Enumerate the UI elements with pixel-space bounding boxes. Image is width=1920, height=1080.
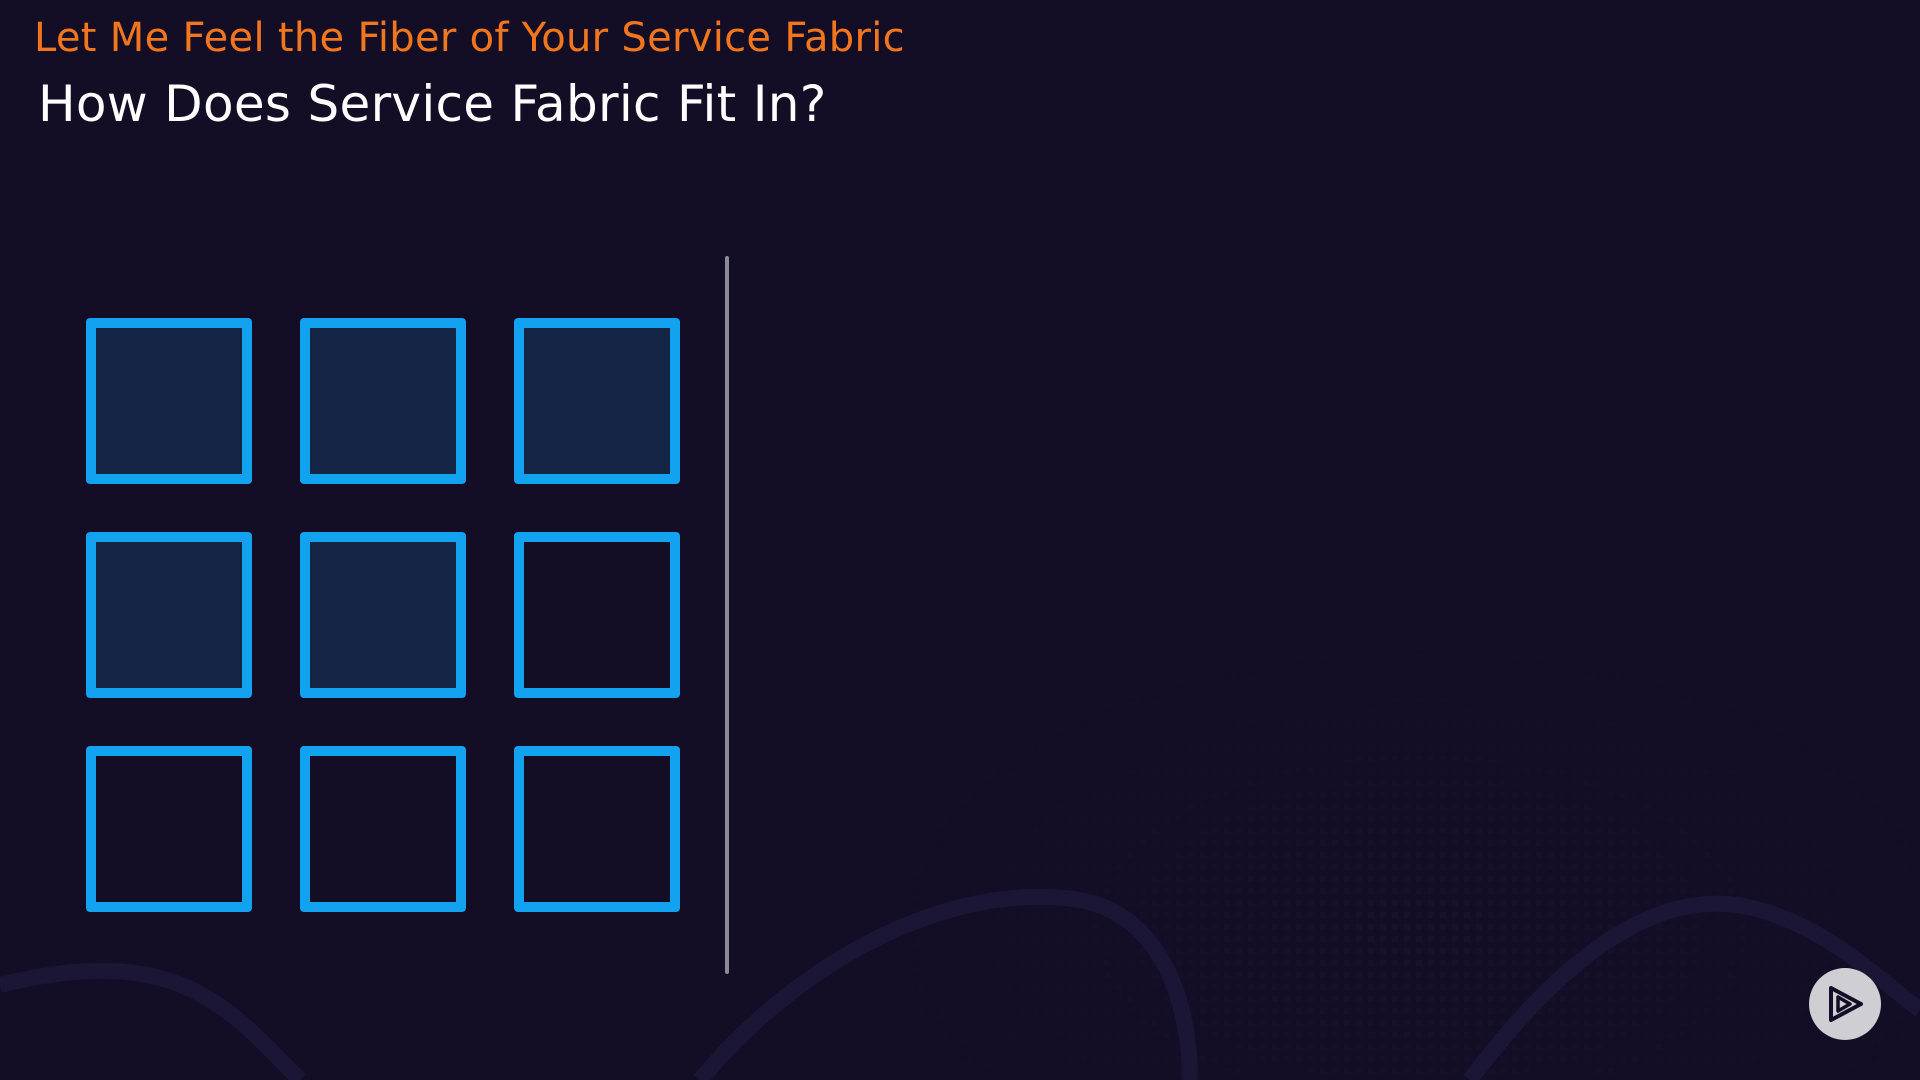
vertical-divider (725, 256, 729, 974)
grid-cell-filled (86, 532, 252, 698)
section-eyebrow: Let Me Feel the Fiber of Your Service Fa… (34, 15, 905, 61)
play-icon (1829, 986, 1863, 1022)
grid-cell-empty (514, 746, 680, 912)
grid-cell-filled (86, 318, 252, 484)
grid-cell-filled (300, 532, 466, 698)
grid-cell-filled (514, 318, 680, 484)
play-button[interactable] (1809, 968, 1881, 1040)
grid-cell-filled (300, 318, 466, 484)
grid-cell-empty (86, 746, 252, 912)
grid-cell-empty (300, 746, 466, 912)
box-grid (86, 318, 682, 912)
slide-title: How Does Service Fabric Fit In? (38, 75, 827, 133)
grid-cell-empty (514, 532, 680, 698)
